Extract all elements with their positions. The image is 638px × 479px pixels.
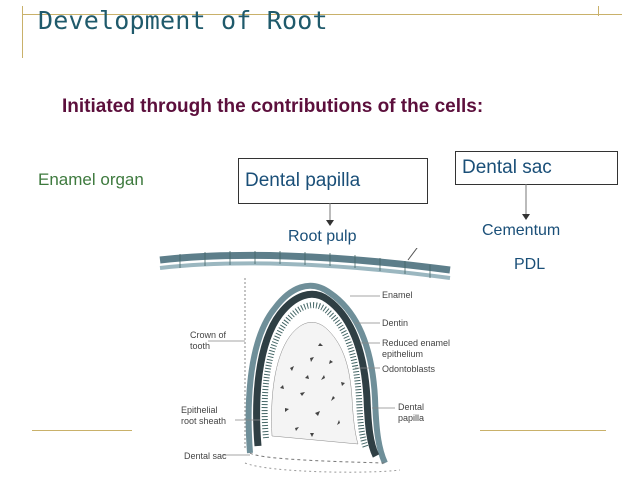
pdl-label: PDL	[514, 256, 546, 273]
dental-sac-box: Dental sac	[455, 151, 618, 185]
fig-label-odontoblasts: Odontoblasts	[382, 364, 436, 374]
bottom-right-rule	[480, 430, 606, 431]
fig-label-reduced-enamel-1: Reduced enamel	[382, 338, 451, 348]
bottom-left-rule	[32, 430, 132, 431]
left-accent-rule	[22, 6, 23, 58]
top-right-accent-rule	[598, 6, 599, 16]
fig-label-dental-papilla-1: Dental	[398, 402, 425, 412]
cementum-label: Cementum	[482, 222, 561, 239]
fig-label-dental-sac: Dental sac	[184, 451, 227, 461]
fig-label-sheath-1: Epithelial	[181, 405, 218, 415]
fig-label-enamel: Enamel	[382, 290, 413, 300]
root-pulp-label: Root pulp	[288, 228, 357, 245]
fig-label-sheath-2: root sheath	[181, 416, 227, 426]
slide-subtitle: Initiated through the contributions of t…	[62, 96, 484, 117]
fig-label-crown-1: Crown of	[190, 330, 227, 340]
fig-label-reduced-enamel-2: epithelium	[382, 349, 424, 359]
slide-title: Development of Root	[38, 6, 328, 35]
fig-label-crown-2: tooth	[190, 341, 211, 351]
fig-label-dentin: Dentin	[382, 318, 409, 328]
top-accent-rule	[22, 14, 622, 15]
fig-label-dental-papilla-2: papilla	[398, 413, 425, 423]
tooth-development-illustration	[159, 248, 451, 473]
dental-papilla-box: Dental papilla	[238, 158, 428, 204]
enamel-organ-label: Enamel organ	[38, 170, 144, 189]
